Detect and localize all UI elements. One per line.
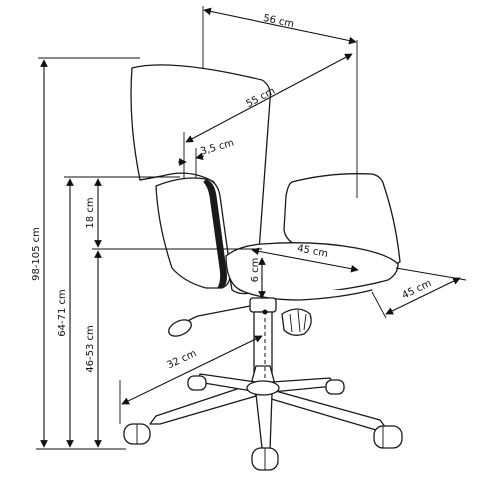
- chair-tilt-knob-ridges: [289, 309, 307, 333]
- label-width-top: 56 cm: [262, 13, 295, 30]
- label-seat-height: 46-53 cm: [85, 325, 96, 372]
- caster-axles: [136, 424, 384, 470]
- label-total-height: 98-105 cm: [31, 227, 42, 281]
- dim-back-diagonal: [185, 53, 353, 143]
- dim-base-radius: [121, 335, 263, 405]
- chair-base-leg-front: [255, 393, 273, 451]
- chair-drawing: [123, 64, 403, 471]
- chair-base-hub: [246, 380, 280, 396]
- dim-thickness-b: [195, 152, 205, 161]
- center-point: [262, 309, 268, 315]
- caster-back-left: [187, 375, 207, 391]
- label-base-radius: 32 cm: [166, 348, 199, 371]
- label-seat-thickness: 6 cm: [250, 258, 261, 283]
- label-armrest-height: 64-71 cm: [57, 289, 68, 336]
- chair-lever-knob: [168, 319, 192, 337]
- chair-base-leg-back-right: [271, 377, 335, 393]
- chair-lever: [183, 305, 251, 325]
- caster-right: [373, 425, 403, 449]
- dimension-lines: [36, 6, 467, 450]
- chair-armrest-edge: [203, 179, 227, 289]
- dim-seat-width: [385, 277, 461, 315]
- ext-seat-width: [395, 267, 467, 281]
- caster-back-right: [325, 379, 345, 395]
- chair-mechanism: [249, 297, 277, 313]
- chair-base-leg-left: [149, 383, 257, 425]
- label-seat-width: 45 cm: [400, 278, 433, 302]
- dim-width-top: [203, 7, 357, 45]
- ext-seat-width-b: [371, 291, 387, 319]
- chair-tilt-knob: [281, 308, 312, 336]
- chair-base-leg-right: [267, 389, 387, 431]
- label-backrest-height: 18 cm: [85, 197, 96, 228]
- dim-seat-depth: [251, 247, 359, 273]
